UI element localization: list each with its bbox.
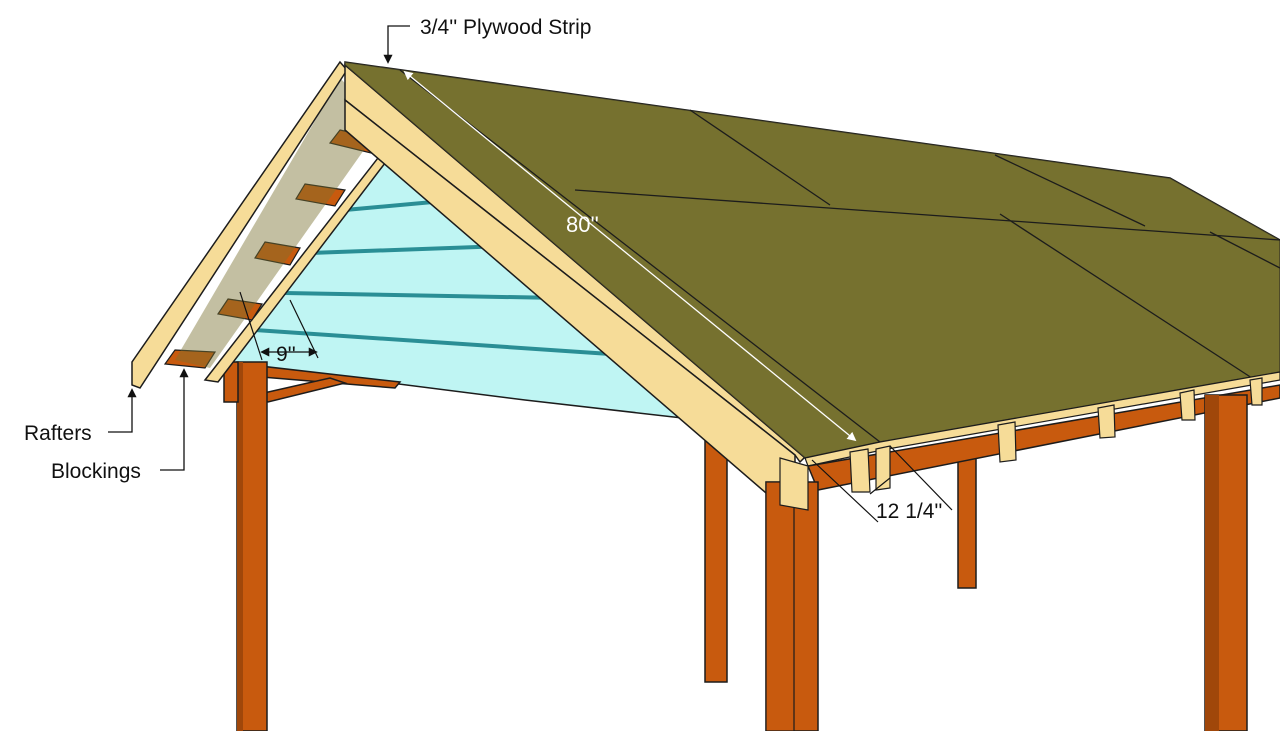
dimension-line xyxy=(403,70,857,442)
callout-plywood-strip: 3/4'' Plywood Strip xyxy=(383,16,591,64)
leader-line xyxy=(108,388,137,433)
rafters-label: Rafters xyxy=(24,422,92,445)
back-posts xyxy=(704,419,977,683)
dimension-overhang: 12 1/4'' xyxy=(811,445,953,523)
blocking xyxy=(163,349,217,369)
front-left-frame xyxy=(223,361,402,731)
post-back-middle xyxy=(704,419,728,683)
panel-seam xyxy=(1209,231,1280,269)
panel-seam xyxy=(999,213,1256,381)
rafter-tail xyxy=(1179,389,1196,421)
rafter-tail xyxy=(1249,377,1263,406)
post-back-right xyxy=(957,449,977,589)
dimension-rake: 80'' xyxy=(403,70,857,442)
blocking xyxy=(254,241,301,266)
rafter-tail xyxy=(875,445,891,491)
dimension-rake-label: 80'' xyxy=(566,212,599,237)
rafter-overhang xyxy=(131,60,396,389)
callout-blockings: Blockings xyxy=(51,368,189,483)
blockings-label: Blockings xyxy=(51,460,141,483)
dimension-overhang-label: 12 1/4'' xyxy=(876,500,942,523)
leader-line xyxy=(160,368,189,471)
rafter-tail xyxy=(849,448,871,493)
dimension-blocking: 9'' xyxy=(239,291,319,366)
rafter-tail xyxy=(1097,404,1116,439)
callout-rafters: Rafters xyxy=(24,388,137,445)
left-brace xyxy=(252,377,348,403)
blocking xyxy=(216,298,263,321)
plywood-strip-label: 3/4'' Plywood Strip xyxy=(420,16,591,39)
dimension-line xyxy=(869,477,891,495)
panel-seam xyxy=(994,154,1146,227)
leader-line xyxy=(383,25,410,64)
blocking xyxy=(295,183,346,207)
front-right-frame xyxy=(765,394,1248,731)
rafter-tail xyxy=(997,421,1017,463)
dimension-blocking-label: 9'' xyxy=(276,343,296,366)
